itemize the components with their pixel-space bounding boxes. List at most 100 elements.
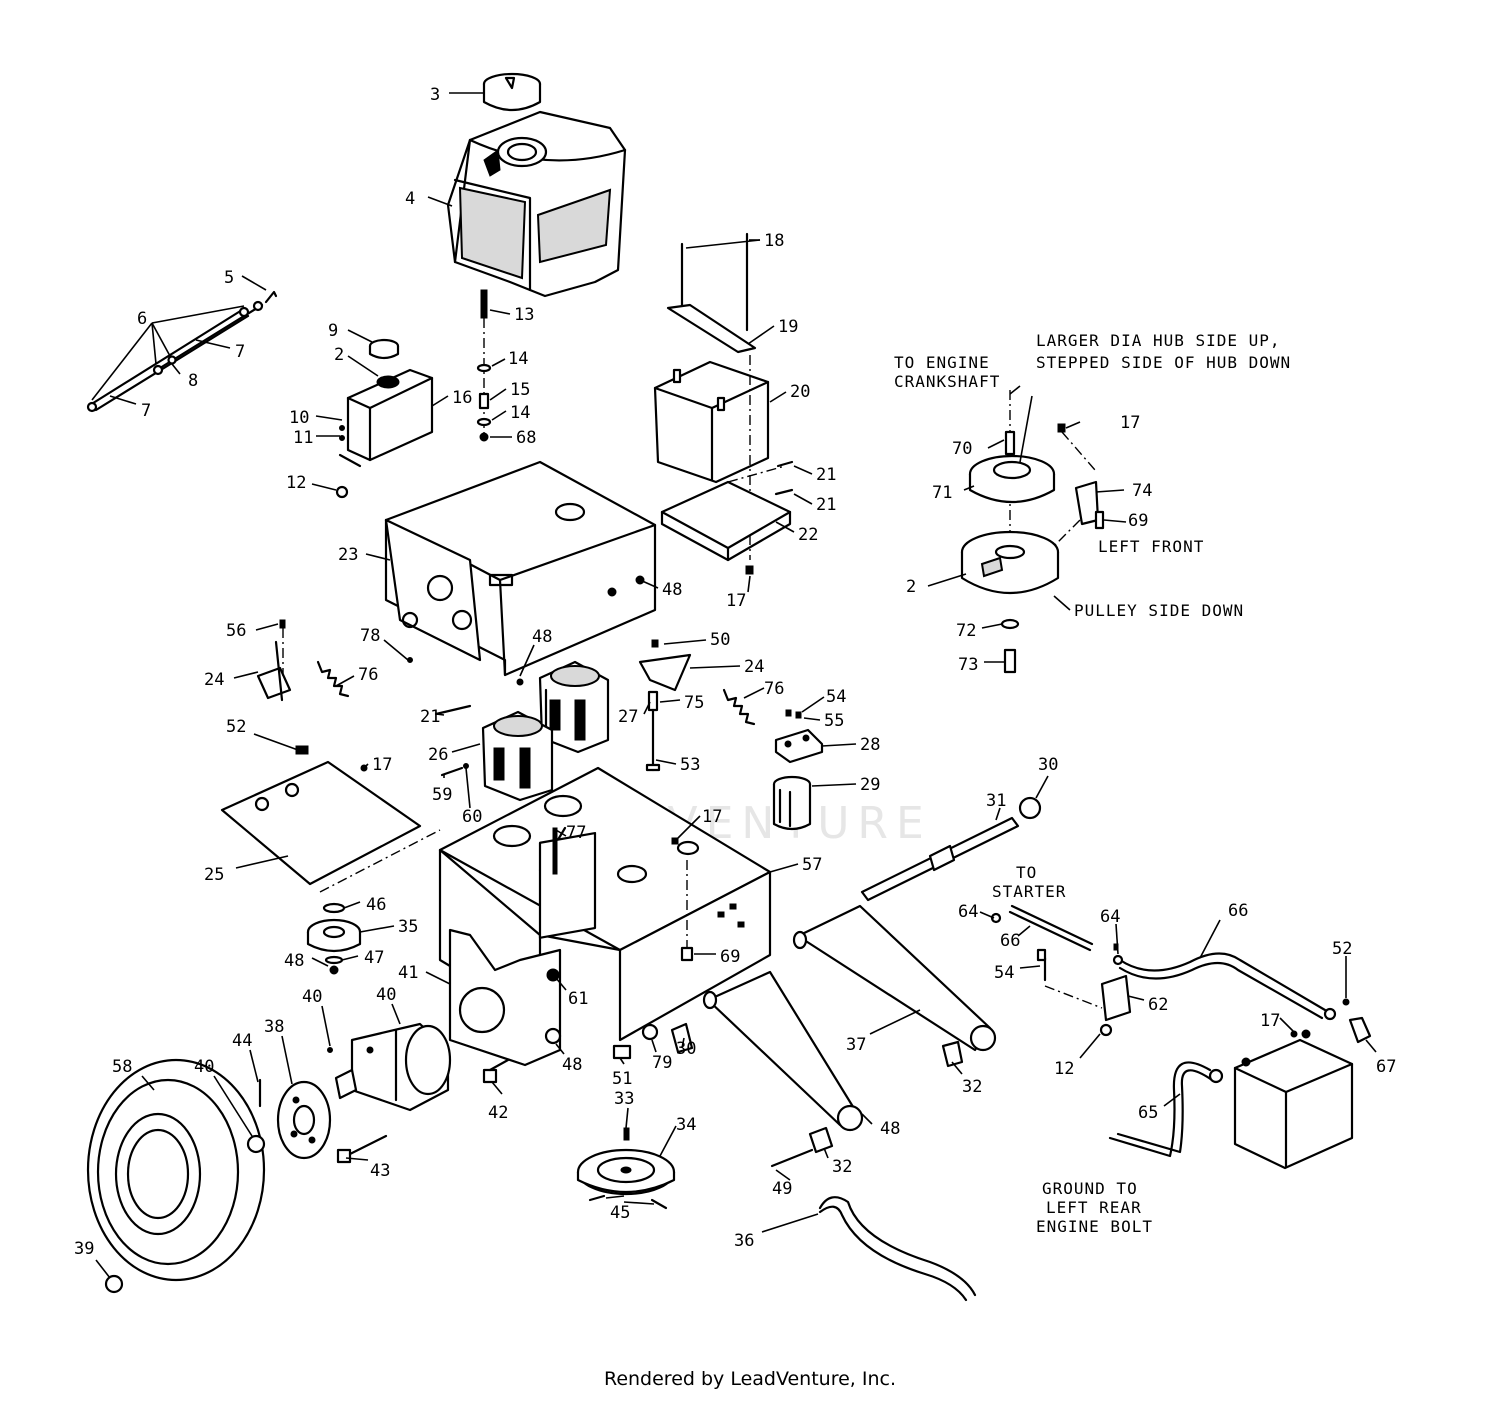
callout-78: 78 [360,626,380,646]
callout-58: 58 [112,1057,132,1077]
callout-43: 43 [370,1161,390,1181]
note-ground-1: GROUND TO [1042,1179,1138,1198]
callout-17: 17 [702,807,722,827]
callout-47: 47 [364,948,384,968]
callout-42: 42 [488,1103,508,1123]
callout-labels: 3 4 5 6 7 7 8 9 2 10 11 16 12 13 14 15 1… [74,85,1396,1259]
callout-76: 76 [358,665,378,685]
callout-15: 15 [510,380,530,400]
axle-rod-part [860,796,1042,902]
callout-9: 9 [328,321,338,341]
callout-35: 35 [398,917,418,937]
callout-57: 57 [802,855,822,875]
callout-64: 64 [1100,907,1120,927]
callout-70: 70 [952,439,972,459]
callout-20: 20 [790,382,810,402]
callout-7: 7 [141,401,151,421]
callout-40: 40 [302,987,322,1007]
callout-44: 44 [232,1031,252,1051]
callout-73: 73 [958,655,978,675]
callout-62: 62 [1148,995,1168,1015]
callout-34: 34 [676,1115,696,1135]
callout-14: 14 [510,403,530,423]
callout-32: 32 [832,1157,852,1177]
drive-belt-part [818,1196,977,1302]
note-to-starter-2: STARTER [992,882,1066,901]
callout-48: 48 [880,1119,900,1139]
callout-12: 12 [1054,1059,1074,1079]
tire-part [86,1058,266,1294]
spring-right-part [722,688,756,726]
callout-30: 30 [676,1039,696,1059]
callout-64: 64 [958,902,978,922]
pivot-bolt-part [645,690,661,772]
diagram-notes: TO ENGINE CRANKSHAFT LARGER DIA HUB SIDE… [894,331,1290,1236]
callout-5: 5 [224,268,234,288]
control-arm-right-part [638,639,692,692]
callout-52: 52 [1332,939,1352,959]
note-engine-crankshaft-2: CRANKSHAFT [894,372,1000,391]
callout-30: 30 [1038,755,1058,775]
note-to-starter-1: TO [1016,863,1037,882]
callout-21: 21 [420,707,440,727]
callout-11: 11 [293,428,313,448]
callout-2: 2 [334,345,344,365]
callout-71: 71 [932,483,952,503]
hose-assembly-part [86,290,278,413]
motor-bracket-part [448,831,597,1067]
callout-65: 65 [1138,1103,1158,1123]
note-hub-orientation-1: LARGER DIA HUB SIDE UP, [1036,331,1281,350]
callout-56: 56 [226,621,246,641]
callout-21: 21 [816,495,836,515]
callout-13: 13 [514,305,534,325]
ground-cable-part [1108,1061,1224,1158]
callout-41: 41 [398,963,418,983]
callout-59: 59 [432,785,452,805]
control-arm-left-part [256,619,292,702]
callout-51: 51 [612,1069,632,1089]
callout-66: 66 [1000,931,1020,951]
callout-67: 67 [1376,1057,1396,1077]
callout-16: 16 [452,388,472,408]
callout-23: 23 [338,545,358,565]
misc-hardware-part [295,565,1350,1053]
callout-33: 33 [614,1089,634,1109]
callout-26: 26 [428,745,448,765]
callout-4: 4 [405,189,415,209]
callout-25: 25 [204,865,224,885]
oil-filter-part [772,775,812,831]
callout-61: 61 [568,989,588,1009]
tank-mount-hardware-part [476,289,492,442]
note-engine-crankshaft-1: TO ENGINE [894,353,990,372]
callout-68: 68 [516,428,536,448]
callout-37: 37 [846,1035,866,1055]
callout-24: 24 [744,657,764,677]
callout-60: 60 [462,807,482,827]
callout-39: 39 [74,1239,94,1259]
starter-battery-part [1233,1029,1354,1170]
callout-40: 40 [376,985,396,1005]
callout-48: 48 [532,627,552,647]
hydro-pump-rear-part [538,660,610,754]
callout-10: 10 [289,408,309,428]
callout-77: 77 [566,823,586,843]
callout-79: 79 [652,1053,672,1073]
callout-27: 27 [618,707,638,727]
front-axle-part [612,904,997,1168]
callout-49: 49 [772,1179,792,1199]
spring-left-part [316,660,350,698]
main-frame-part [384,460,657,677]
callout-48: 48 [662,580,682,600]
bracket-bolts-part [336,860,694,1164]
callout-38: 38 [264,1017,284,1037]
callout-31: 31 [986,791,1006,811]
filter-head-part [774,728,824,764]
callout-74: 74 [1132,481,1152,501]
fuel-tank-part [446,110,627,298]
callout-36: 36 [734,1231,754,1251]
note-ground-2: LEFT REAR [1046,1198,1142,1217]
drive-pulley-part [576,1127,676,1210]
callout-66: 66 [1228,901,1248,921]
note-left-front: LEFT FRONT [1098,537,1204,556]
callout-29: 29 [860,775,880,795]
